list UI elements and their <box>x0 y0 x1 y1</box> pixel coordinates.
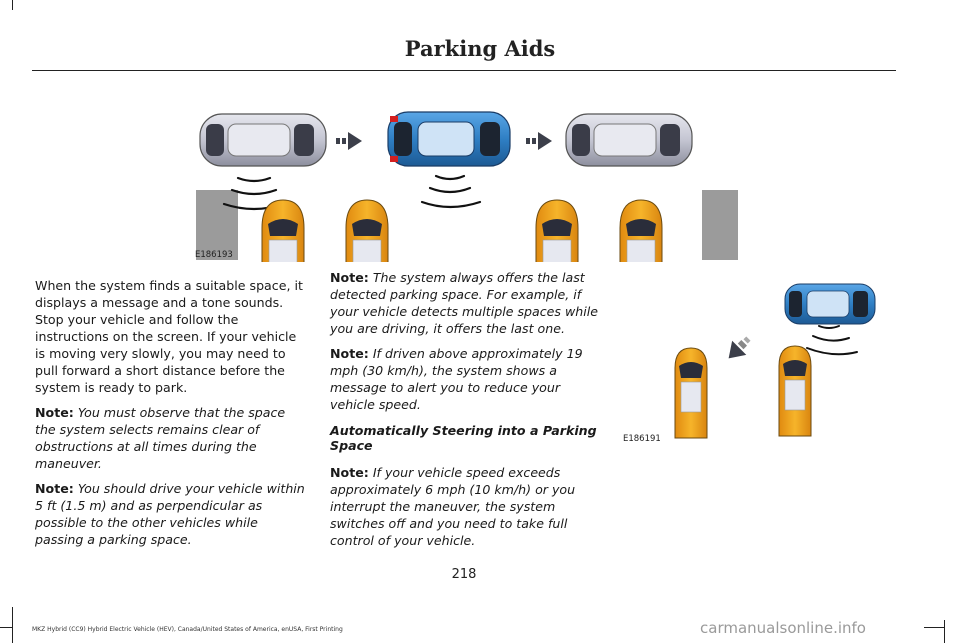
note-text: If your vehicle speed exceeds approximat… <box>330 465 576 548</box>
corner-mark-bottom-left-h <box>0 627 12 628</box>
corner-mark-bottom-left-v <box>12 607 13 643</box>
note-text: If driven above approximately 19 mph (30… <box>330 346 583 412</box>
note-text: The system always offers the last detect… <box>330 270 598 336</box>
header-rule <box>32 70 896 71</box>
figure-code-top: E186193 <box>195 250 233 260</box>
note-label: Note: <box>330 270 369 285</box>
corner-mark-bottom-right-h <box>924 627 944 628</box>
column-2: Note: The system always offers the last … <box>330 269 602 549</box>
curb-block-right <box>702 190 738 260</box>
watermark: carmanualsonline.info <box>700 619 866 637</box>
curb-block-left <box>196 190 238 260</box>
footer-text: MKZ Hybrid (CC9) Hybrid Electric Vehicle… <box>32 626 343 633</box>
note-label: Note: <box>35 481 74 496</box>
parking-sequence-figure: E186193 <box>195 96 738 271</box>
note-last-detected-space: Note: The system always offers the last … <box>330 269 602 337</box>
page-number: 218 <box>451 567 477 582</box>
column-1: When the system finds a suitable space, … <box>35 277 307 548</box>
note-label: Note: <box>330 465 369 480</box>
parking-sequence-illustration <box>196 111 738 271</box>
note-observe-space: Note: You must observe that the space th… <box>35 404 307 472</box>
corner-mark-bottom-right-v <box>944 620 945 643</box>
steering-illustration <box>674 283 876 439</box>
note-drive-within: Note: You should drive your vehicle with… <box>35 480 307 548</box>
note-text: You must observe that the space the syst… <box>35 405 286 471</box>
figure-code-right: E186191 <box>623 434 661 444</box>
note-label: Note: <box>35 405 74 420</box>
page-title: Parking Aids <box>404 36 556 61</box>
corner-mark-top-left <box>12 0 13 10</box>
note-label: Note: <box>330 346 369 361</box>
section-heading: Automatically Steering into a Parking Sp… <box>330 423 597 453</box>
note-text: You should drive your vehicle within 5 f… <box>35 481 305 547</box>
note-speed-exceeds: Note: If your vehicle speed exceeds appr… <box>330 464 602 549</box>
steering-into-space-figure: E186191 <box>623 278 885 448</box>
paragraph-system-finds-space: When the system finds a suitable space, … <box>35 278 303 395</box>
note-speed-warning: Note: If driven above approximately 19 m… <box>330 345 602 413</box>
